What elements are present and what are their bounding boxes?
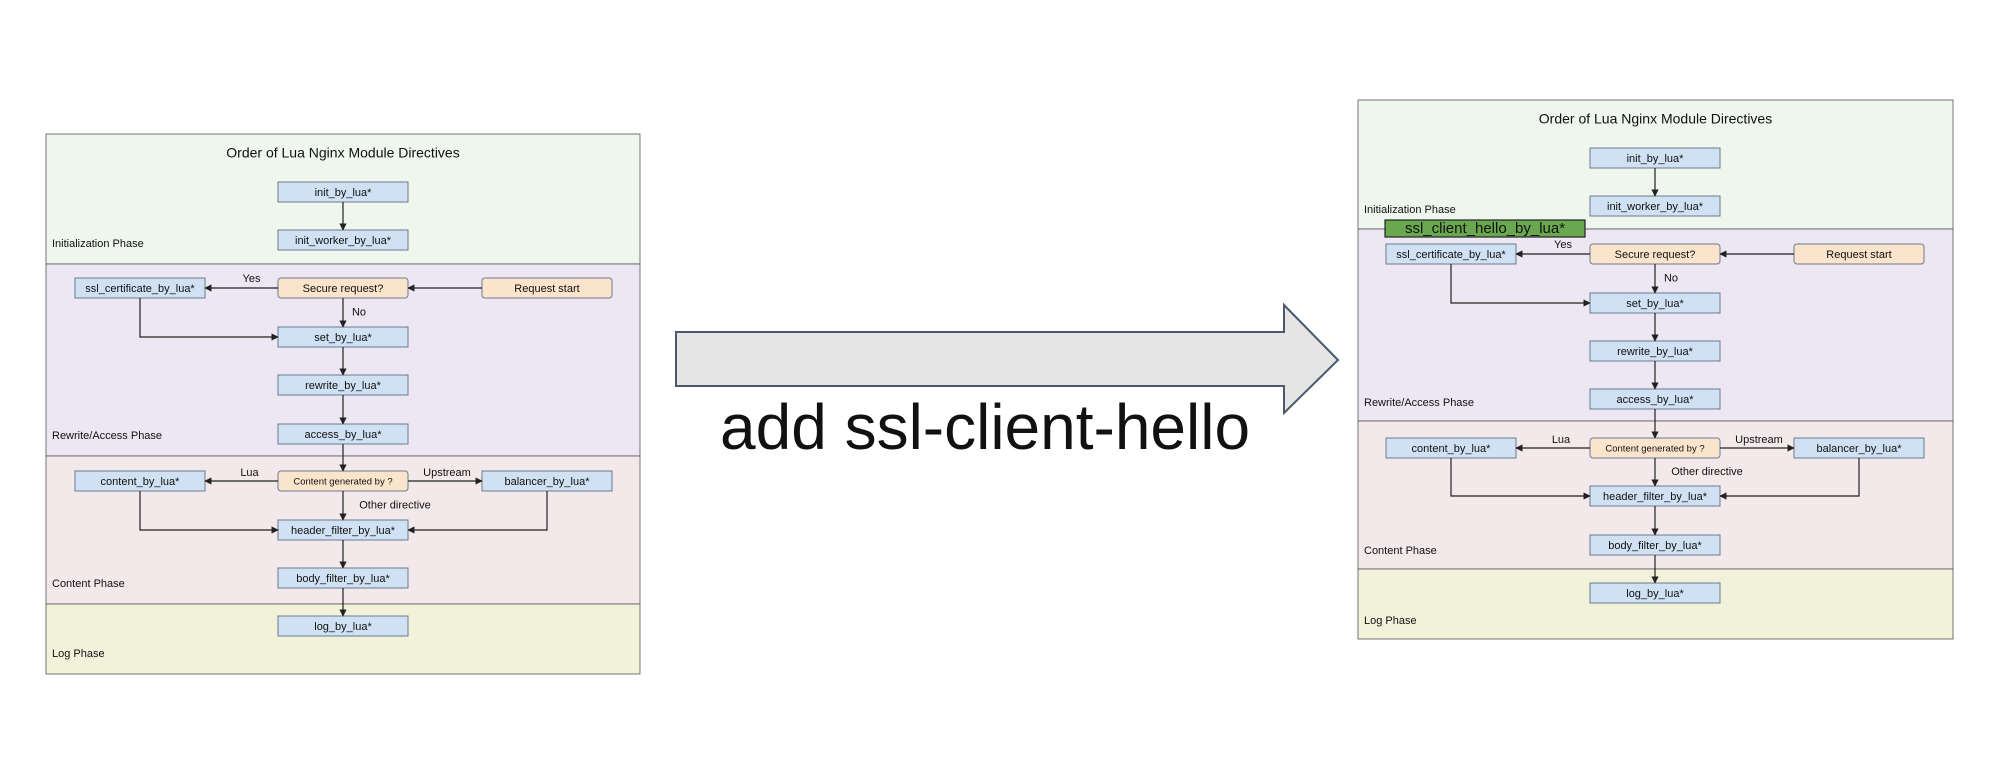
node-content-by-lua-label: content_by_lua* (1412, 443, 1492, 455)
node-rewrite-by-lua-label: rewrite_by_lua* (305, 380, 382, 392)
caption: add ssl-client-hello (720, 391, 1251, 463)
node-content-by-lua-label: content_by_lua* (101, 476, 181, 488)
node-ssl-certificate-by-lua-label: ssl_certificate_by_lua* (1396, 249, 1506, 261)
node-ssl-client-hello-by-lua-label: ssl_client_hello_by_lua* (1405, 220, 1565, 237)
edge-arrow (1450, 264, 1591, 307)
node-log-by-lua-label: log_by_lua* (314, 621, 372, 633)
edge-arrow (139, 298, 279, 341)
edge-label-yes: Yes (243, 273, 261, 285)
node-set-by-lua-label: set_by_lua* (1626, 298, 1684, 310)
node-init-worker-by-lua-label: init_worker_by_lua* (1607, 201, 1704, 213)
node-balancer-by-lua-label: balancer_by_lua* (1816, 443, 1902, 455)
diagram-title: Order of Lua Nginx Module Directives (226, 145, 459, 161)
node-header-filter-by-lua-label: header_filter_by_lua* (1603, 491, 1708, 503)
node-ssl-certificate-by-lua-label: ssl_certificate_by_lua* (85, 283, 195, 295)
transform-arrow (675, 302, 1340, 416)
node-body-filter-by-lua-label: body_filter_by_lua* (296, 573, 390, 585)
node-init-worker-by-lua-label: init_worker_by_lua* (295, 235, 392, 247)
node-rewrite-by-lua-label: rewrite_by_lua* (1617, 346, 1694, 358)
phase-log-label: Log Phase (52, 648, 105, 660)
phase-content-label: Content Phase (52, 578, 125, 590)
node-request-start-label: Request start (1826, 249, 1891, 261)
edge-label-upstream: Upstream (423, 467, 471, 479)
node-balancer-by-lua-label: balancer_by_lua* (504, 476, 590, 488)
edge-label-other-directive: Other directive (359, 499, 431, 511)
edge-label-other-directive: Other directive (1671, 466, 1743, 478)
node-init-by-lua-label: init_by_lua* (1627, 153, 1685, 165)
node-content-generated-by-label: Content generated by ? (1605, 444, 1704, 455)
phase-initialization-label: Initialization Phase (52, 238, 144, 250)
phase-initialization-label: Initialization Phase (1364, 204, 1456, 216)
edge-label-no: No (1664, 272, 1678, 284)
node-access-by-lua-label: access_by_lua* (304, 429, 382, 441)
phase-content-label: Content Phase (1364, 545, 1437, 557)
edge-label-lua: Lua (1552, 434, 1571, 446)
phase-rewrite-access-label: Rewrite/Access Phase (52, 430, 162, 442)
node-request-start-label: Request start (514, 283, 579, 295)
diagram-title: Order of Lua Nginx Module Directives (1539, 111, 1772, 127)
node-ssl-client-hello-by-lua (1384, 219, 1586, 238)
edge-arrow (1719, 458, 1860, 500)
node-log-by-lua-label: log_by_lua* (1626, 588, 1684, 600)
edge-arrow (407, 491, 548, 534)
node-header-filter-by-lua-label: header_filter_by_lua* (291, 525, 396, 537)
node-set-by-lua-label: set_by_lua* (314, 332, 372, 344)
edge-label-yes: Yes (1554, 239, 1572, 251)
node-secure-request-label: Secure request? (1615, 249, 1696, 261)
node-content-generated-by-label: Content generated by ? (293, 477, 392, 488)
edge-label-lua: Lua (240, 467, 259, 479)
node-init-by-lua-label: init_by_lua* (315, 187, 373, 199)
edge-label-no: No (352, 306, 366, 318)
node-secure-request-label: Secure request? (303, 283, 384, 295)
edge-arrow (139, 491, 279, 534)
edge-label-upstream: Upstream (1735, 434, 1783, 446)
node-access-by-lua-label: access_by_lua* (1616, 394, 1694, 406)
node-body-filter-by-lua-label: body_filter_by_lua* (1608, 540, 1702, 552)
edge-arrow (1450, 458, 1591, 500)
phase-rewrite-access-label: Rewrite/Access Phase (1364, 397, 1474, 409)
phase-log-label: Log Phase (1364, 615, 1417, 627)
